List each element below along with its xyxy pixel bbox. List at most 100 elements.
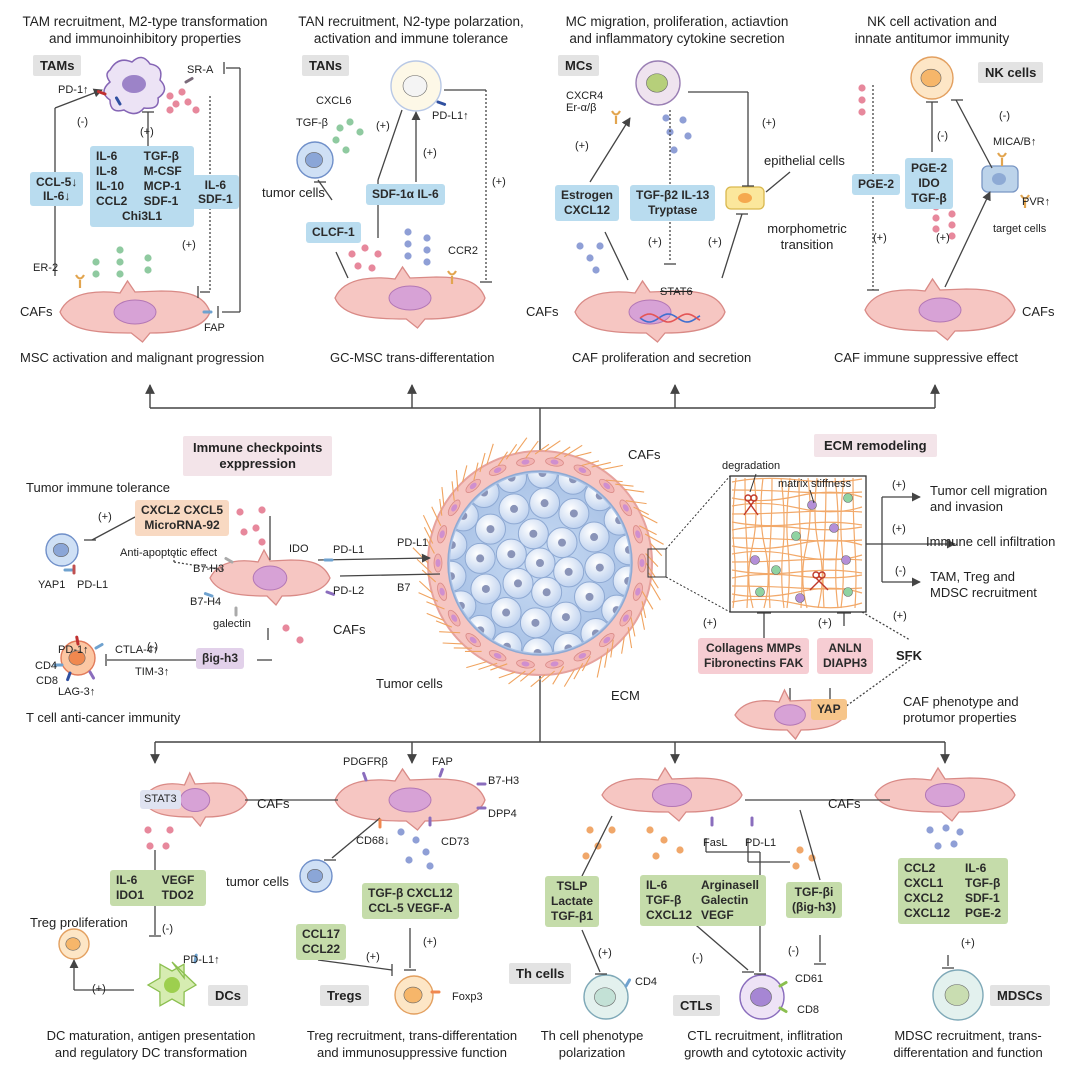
pathway-line [317, 553, 431, 563]
ecm-fiber [514, 437, 528, 455]
ecm-fiber [731, 477, 863, 483]
secreted-factor-dot [92, 258, 100, 266]
caf-nucleus [252, 565, 288, 591]
tumor-cell-nucleus [513, 579, 522, 588]
ecm-fiber [581, 460, 600, 467]
tams-factor: M-CSF [143, 164, 182, 178]
marker-stub [624, 978, 631, 988]
ecm-fiber [426, 538, 435, 554]
tregs-caption-line2: and immunosuppressive function [316, 1045, 508, 1060]
ecm-fiber [731, 539, 863, 550]
ecm-tag: ECM remodeling [814, 434, 937, 457]
ecm-cell-dot [841, 555, 851, 565]
tumor-cell-nucleus [538, 473, 547, 478]
fap-label: FAP [432, 756, 453, 768]
ctls-caption-line1: CTL recruitment, inflitration [687, 1028, 843, 1043]
mdsc-factor: CXCL12 [904, 906, 951, 920]
secreted-factor-dot [926, 826, 934, 834]
ecm-right-factor-line1: ANLN [828, 641, 862, 655]
mcs-plus-sign-4: (+) [708, 236, 722, 248]
tams-factor: IL-6 [96, 149, 118, 163]
ecm-fiber [814, 477, 823, 609]
surface-marker-icon [96, 90, 107, 96]
ecm-fiber [478, 662, 498, 671]
ecm-right-factor-box: ANLN DIAPH3 [817, 638, 874, 674]
ecm-outcome-sign-2: (+) [892, 523, 906, 535]
ecm-cell-dot [807, 500, 817, 510]
secreted-factor-dot [404, 240, 412, 248]
secreted-factor-dot [652, 852, 660, 860]
ecm-stiffness-label: matrix stiffness [778, 478, 852, 490]
ecm-outcome-sign-3: (-) [895, 565, 906, 577]
ctls-tgfbi-line2: (βig-h3) [792, 900, 836, 914]
ecm-fiber [563, 444, 583, 458]
ctls-factor: VEGF [700, 908, 734, 922]
tcell-cd8-label: CD8 [36, 675, 59, 687]
secreted-factor-dot [858, 96, 866, 104]
th-caption-line2: polarization [558, 1045, 626, 1060]
marker-stub [96, 90, 107, 96]
tregs-tag: Tregs [320, 985, 369, 1006]
caf-nucleus [628, 299, 672, 325]
cd61-label: CD61 [795, 973, 824, 985]
tumor-cell [299, 859, 333, 893]
b7h3-bottom-label: B7-H3 [488, 775, 520, 787]
secreted-factor-dot [426, 862, 434, 870]
pathway-line [331, 817, 381, 859]
ecm-fiber [541, 670, 555, 683]
secreted-factor-dot [950, 840, 958, 848]
marker-stub [362, 771, 368, 782]
nk-mid-factor-2: IDO [918, 176, 940, 190]
dcs-inhibition-sign: (-) [162, 923, 173, 935]
nk-heading-line1: NK cell activation and [867, 14, 997, 29]
marker-stub [438, 767, 444, 778]
secreted-factor-dot [423, 234, 431, 242]
tumor-cell-nucleus [590, 533, 599, 542]
tcell-tim3-label: TIM-3↑ [135, 666, 170, 678]
surface-marker-icon [184, 77, 194, 84]
tams-cafs-label: CAFs [20, 304, 53, 319]
dcs-factor: TDO2 [161, 888, 194, 902]
ecm-fiber [426, 612, 445, 621]
secreted-factor-dot [608, 826, 616, 834]
ecm-cell-dot [771, 565, 781, 575]
tumor-cell-nucleus [507, 550, 516, 559]
tumor-cell-nucleus [450, 572, 455, 581]
ecm-fiber [760, 477, 769, 609]
ecm-cell-dot [829, 523, 839, 533]
th-factor-2: Lactate [551, 894, 594, 908]
b7-label: B7 [397, 582, 411, 594]
ecm-fiber [731, 573, 863, 579]
pdl2-label: PD-L2 [333, 585, 365, 597]
ctl-cell [739, 974, 785, 1020]
ecm-fiber [621, 636, 625, 654]
ecm-fiber [834, 477, 839, 609]
ecm-fiber [439, 498, 443, 516]
ecm-outcome-1-line1: Tumor cell migration [930, 483, 1048, 498]
top-connector-lines [145, 384, 950, 764]
secreted-factor-dot [404, 228, 412, 236]
secreted-factor-dot [423, 258, 431, 266]
secreted-factor-dot [592, 266, 600, 274]
ecm-fiber [574, 451, 592, 458]
tumor-cell-nucleus [561, 613, 570, 622]
treg-proliferation-label: Treg proliferation [30, 915, 128, 930]
ecm-fiber [473, 462, 479, 481]
ecm-fiber [573, 662, 584, 680]
pathway-line [689, 919, 749, 971]
cd68-label: CD68↓ [356, 835, 390, 847]
ecm-fiber [581, 656, 591, 672]
tcell-ctla4-label: CTLA-4↑ [115, 644, 159, 656]
galectin-label: galectin [213, 618, 251, 630]
central-cafs-label: CAFs [628, 447, 661, 462]
tcell-pd1-label: PD-1↑ [58, 644, 89, 656]
secreted-factor-dot [354, 262, 362, 270]
pdl1-label-b: PD-L1 [333, 544, 365, 556]
t-cell [60, 640, 96, 676]
nk-pge2-box: PGE-2 [852, 174, 901, 195]
ecm-fiber [633, 506, 649, 516]
secreted-factor-dot [956, 828, 964, 836]
ecm-fiber [731, 510, 863, 515]
mcs-stat6-label: STAT6 [660, 286, 693, 298]
